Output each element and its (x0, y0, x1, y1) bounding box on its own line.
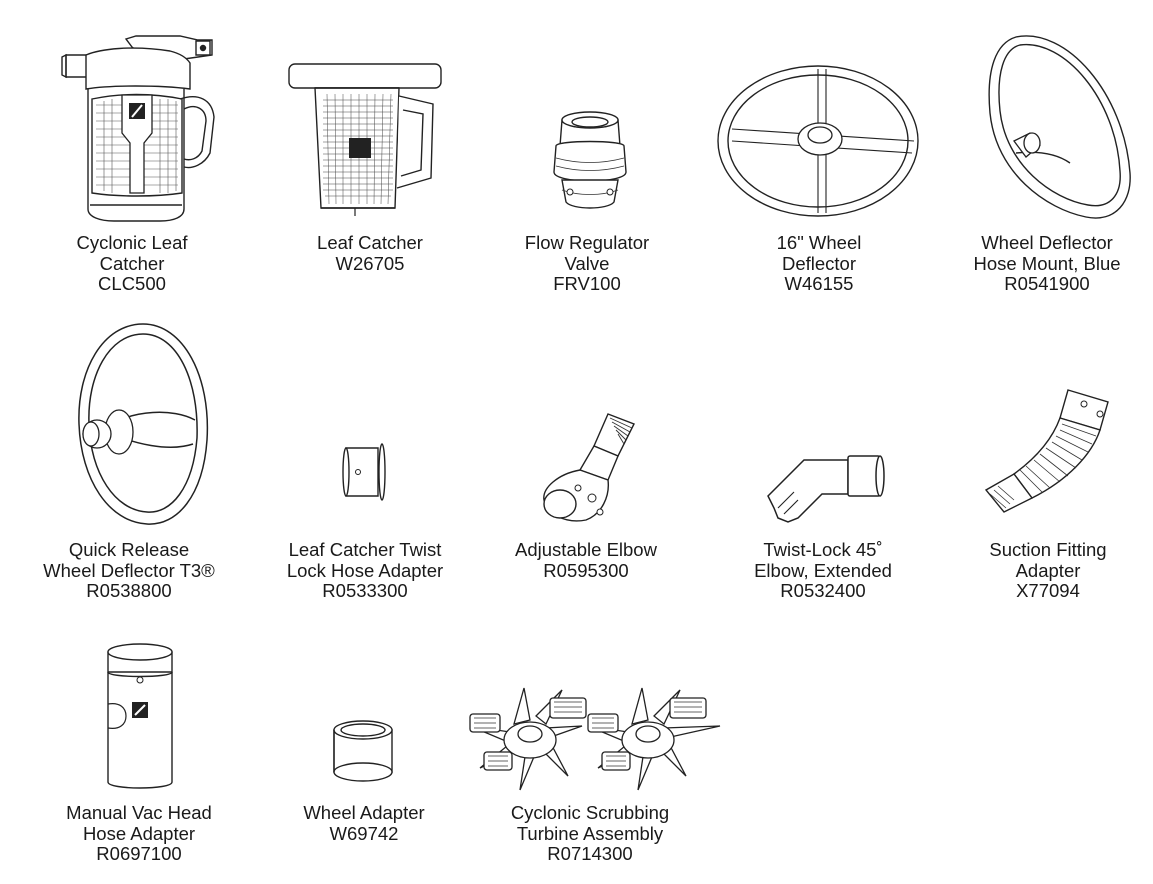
part-name-line1: Leaf Catcher (317, 232, 423, 253)
part-label: Suction Fitting Adapter X77094 (958, 539, 1138, 602)
part-name-line2: Deflector (781, 252, 857, 274)
part-label: Wheel Adapter W69742 (274, 802, 454, 844)
cyclonic-leaf-catcher-illustration (60, 33, 220, 223)
part-name-line1: 16" Wheel (776, 232, 862, 253)
part-code: R0533300 (322, 580, 408, 601)
part-code: R0538800 (86, 580, 172, 601)
part-code: CLC500 (98, 273, 166, 294)
part-name-line1: Suction Fitting (989, 539, 1107, 560)
quick-release-wheel-deflector-illustration (73, 320, 213, 530)
part-name-line1: Cyclonic Leaf (76, 232, 188, 253)
part-code: W46155 (784, 273, 854, 294)
part-code: X77094 (1016, 580, 1080, 601)
part-code: R0541900 (1004, 273, 1090, 294)
part-code: W26705 (335, 252, 405, 274)
part-label: Adjustable Elbow R0595300 (496, 539, 676, 581)
part-name-line2: Wheel Deflector T3® (43, 559, 215, 581)
part-label: Twist-Lock 45˚ Elbow, Extended R0532400 (733, 539, 913, 602)
part-name-line1: Flow Regulator (524, 232, 650, 253)
part-label: Flow Regulator Valve FRV100 (497, 232, 677, 295)
part-name-line2: Valve (564, 252, 610, 274)
leaf-catcher-twist-lock-adapter-illustration (340, 440, 386, 502)
manual-vac-head-hose-adapter-illustration (100, 642, 180, 790)
part-name-line1: Adjustable Elbow (515, 539, 657, 560)
flow-regulator-valve-illustration (548, 110, 632, 214)
part-name-line1: Leaf Catcher Twist (288, 539, 442, 560)
wheel-deflector-16-illustration (714, 63, 922, 221)
part-label: Cyclonic Scrubbing Turbine Assembly R071… (500, 802, 680, 865)
part-label: Manual Vac Head Hose Adapter R0697100 (49, 802, 229, 865)
part-name-line1: Wheel Adapter (303, 802, 425, 823)
part-name-line2: Turbine Assembly (516, 822, 664, 844)
part-code: R0697100 (96, 843, 182, 864)
part-name-line2: Lock Hose Adapter (286, 559, 444, 581)
twist-lock-45-elbow-illustration (764, 452, 886, 532)
part-name-line2: Elbow, Extended (754, 559, 892, 581)
part-label: Leaf Catcher Twist Lock Hose Adapter R05… (275, 539, 455, 602)
part-name-line1: Twist-Lock 45˚ (763, 539, 883, 560)
part-code: R0532400 (780, 580, 866, 601)
part-name-line2: Adapter (1015, 559, 1081, 581)
wheel-deflector-hose-mount-illustration (986, 33, 1134, 221)
part-code: W69742 (329, 822, 399, 844)
cyclonic-scrubbing-turbine-illustration (464, 680, 726, 798)
part-code: FRV100 (553, 273, 621, 294)
part-name-line2: Catcher (99, 252, 165, 274)
part-name-line1: Cyclonic Scrubbing (510, 802, 670, 823)
part-name-line1: Quick Release (68, 539, 190, 560)
part-name-line1: Wheel Deflector (981, 232, 1113, 253)
part-label: Leaf Catcher W26705 (280, 232, 460, 274)
part-label: Quick Release Wheel Deflector T3® R05388… (39, 539, 219, 602)
wheel-adapter-illustration (330, 718, 396, 784)
part-code: R0714300 (547, 843, 633, 864)
part-name-line2: Hose Mount, Blue (973, 252, 1121, 274)
part-label: Wheel Deflector Hose Mount, Blue R054190… (957, 232, 1137, 295)
adjustable-elbow-illustration (538, 404, 650, 528)
part-label: Cyclonic Leaf Catcher CLC500 (42, 232, 222, 295)
suction-fitting-adapter-illustration (976, 384, 1120, 516)
leaf-catcher-illustration (285, 60, 445, 220)
part-label: 16" Wheel Deflector W46155 (729, 232, 909, 295)
part-name-line2: Hose Adapter (82, 822, 196, 844)
part-code: R0595300 (543, 559, 629, 581)
part-name-line1: Manual Vac Head (66, 802, 212, 823)
